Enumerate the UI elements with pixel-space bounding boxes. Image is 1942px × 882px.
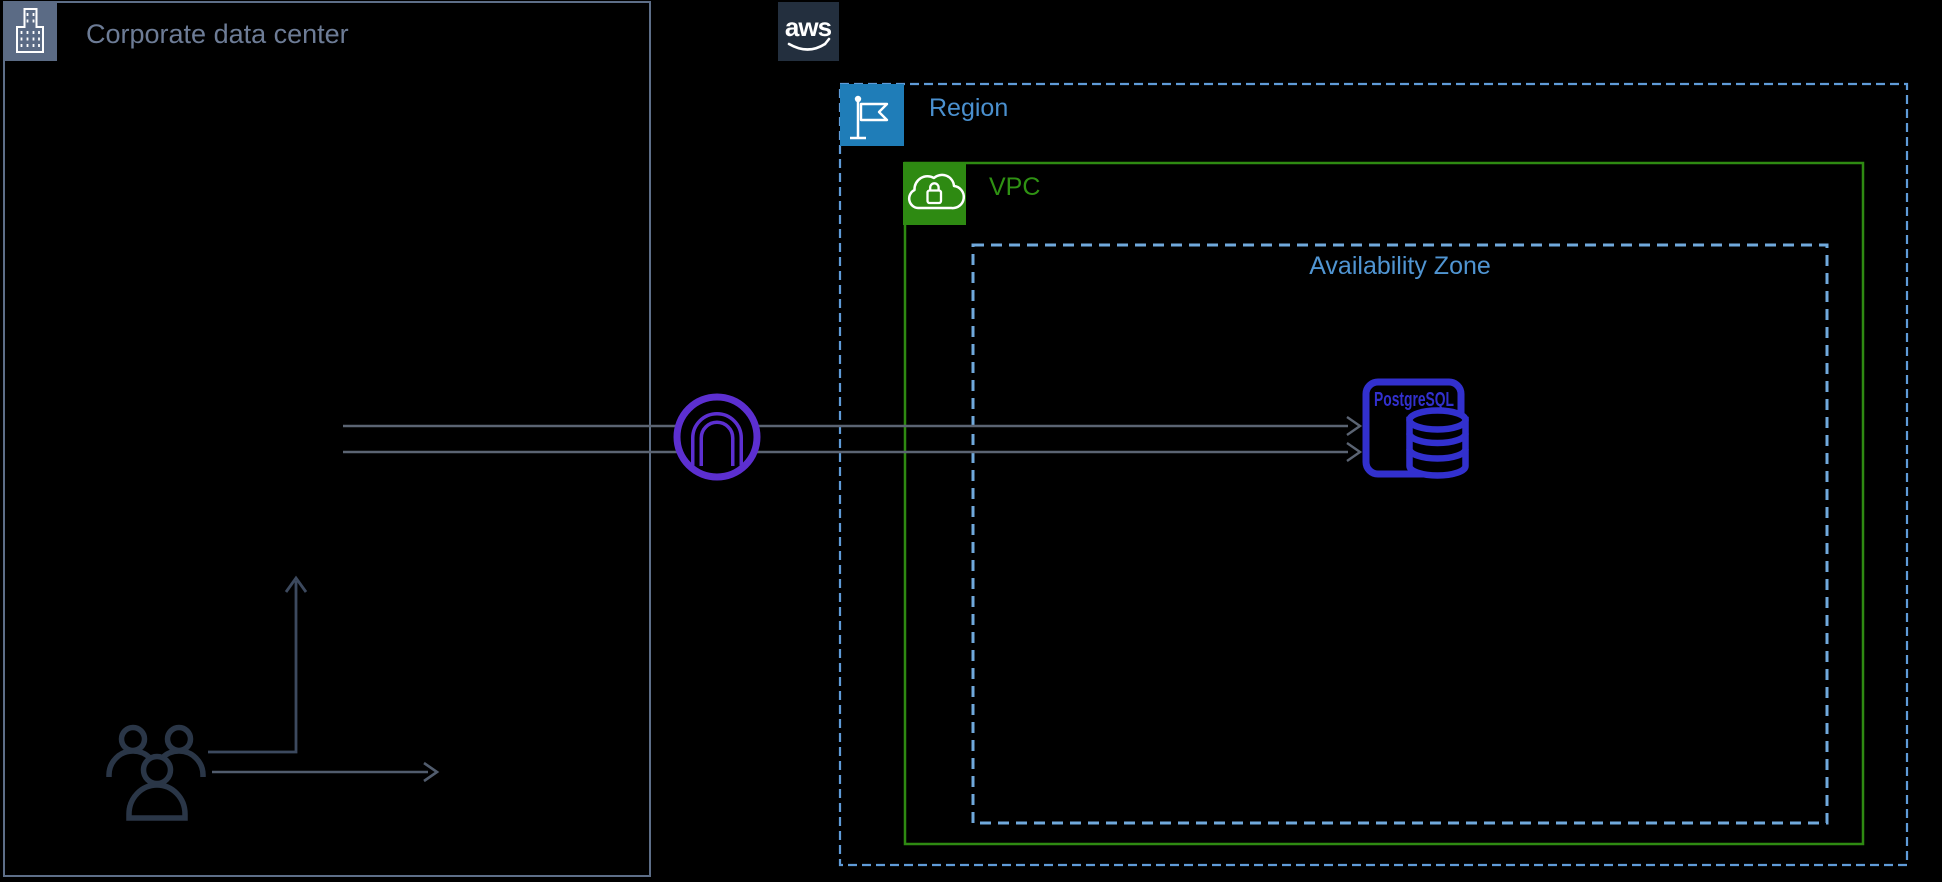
vpc-label: VPC [989,173,1041,201]
connection-line-top [343,416,1363,436]
arrowhead-right-icon [1346,416,1363,436]
building-icon [3,1,57,61]
users-icon [106,724,206,821]
database-label: PostgreSQL [1374,389,1454,411]
users-right-arrow [212,761,440,783]
database-icon: PostgreSQL [1362,378,1469,479]
availability-zone-box [971,243,1829,825]
arrowhead-right-icon [423,761,440,783]
region-label: Region [929,94,1009,122]
arrowhead-right-icon [1346,442,1363,462]
availability-zone-label: Availability Zone [1309,252,1491,280]
region-box [838,82,1909,867]
vpc-box [903,161,1865,846]
corporate-data-center-box [3,1,651,877]
arrowhead-up-icon [284,575,308,593]
tunnel-icon [673,393,761,481]
flag-icon [840,84,904,146]
aws-smile-icon [787,42,827,51]
corporate-data-center-label: Corporate data center [86,19,349,49]
aws-logo-text: aws [785,12,832,42]
cloud-lock-icon [903,162,966,225]
connection-line-bottom [343,442,1363,462]
users-up-arrow [208,575,308,754]
aws-logo: aws [778,2,839,61]
